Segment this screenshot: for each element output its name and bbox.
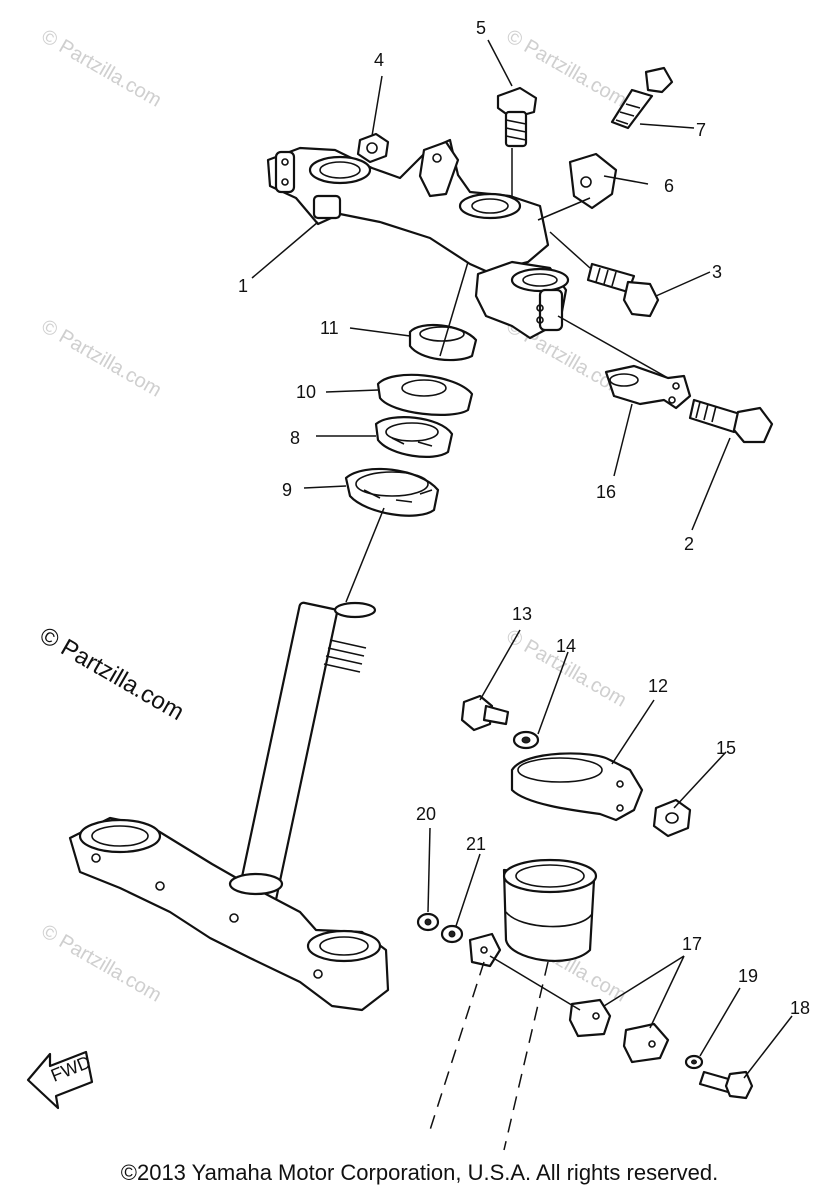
bolt-2 [688, 398, 774, 444]
washer-21 [440, 924, 464, 944]
callout-2: 2 [684, 534, 694, 554]
diagram-svg: © Partzilla.com © Partzilla.com © Partzi… [26, 18, 810, 1151]
callout-19: 19 [738, 966, 758, 986]
clamp-12 [510, 752, 644, 822]
fork-tube [468, 858, 598, 968]
clamp-6 [568, 152, 618, 210]
under-bracket-stem [68, 601, 390, 1012]
callout-11: 11 [320, 318, 339, 338]
leader-lines [251, 39, 793, 1151]
callout-15: 15 [716, 738, 736, 758]
callout-1: 1 [238, 276, 248, 296]
callout-6: 6 [664, 176, 674, 196]
callout-5: 5 [476, 18, 486, 38]
bolt-7 [610, 66, 674, 130]
clip-17b [622, 1022, 670, 1064]
ring-nut-11 [408, 324, 478, 362]
bolt-18 [698, 1070, 754, 1100]
callout-7: 7 [696, 120, 706, 140]
callout-8: 8 [290, 428, 300, 448]
bolt-3 [586, 262, 660, 318]
callout-12: 12 [648, 676, 668, 696]
callout-3: 3 [712, 262, 722, 282]
watermark: © Partzilla.com [38, 920, 166, 1006]
callout-9: 9 [282, 480, 292, 500]
callouts: 1 2 3 4 5 6 7 8 9 10 11 12 13 14 15 16 1… [238, 18, 810, 1018]
bearing-9 [344, 467, 440, 517]
nut-15 [652, 798, 692, 838]
bearing-cover-10 [376, 373, 474, 416]
fwd-arrow: FWD [26, 1050, 93, 1110]
bolt-5 [496, 86, 538, 148]
copyright-notice: ©2013 Yamaha Motor Corporation, U.S.A. A… [120, 1160, 719, 1185]
clamp-16 [604, 364, 692, 410]
upper-bracket [266, 138, 570, 340]
watermark: © Partzilla.com [38, 25, 166, 111]
washer-19 [684, 1054, 704, 1070]
bolt-13 [460, 694, 510, 732]
callout-18: 18 [790, 998, 810, 1018]
bearing-8 [374, 416, 454, 458]
callout-4: 4 [374, 50, 384, 70]
nut-4 [356, 132, 390, 164]
callout-10: 10 [296, 382, 316, 402]
watermark-main: © Partzilla.com [35, 622, 189, 726]
callout-13: 13 [512, 604, 532, 624]
callout-16: 16 [596, 482, 616, 502]
nut-20 [416, 912, 440, 932]
clip-17a [568, 998, 612, 1038]
callout-21: 21 [466, 834, 486, 854]
washer-14 [512, 730, 540, 750]
watermark: © Partzilla.com [38, 315, 166, 401]
callout-14: 14 [556, 636, 576, 656]
callout-20: 20 [416, 804, 436, 824]
callout-17: 17 [682, 934, 702, 954]
